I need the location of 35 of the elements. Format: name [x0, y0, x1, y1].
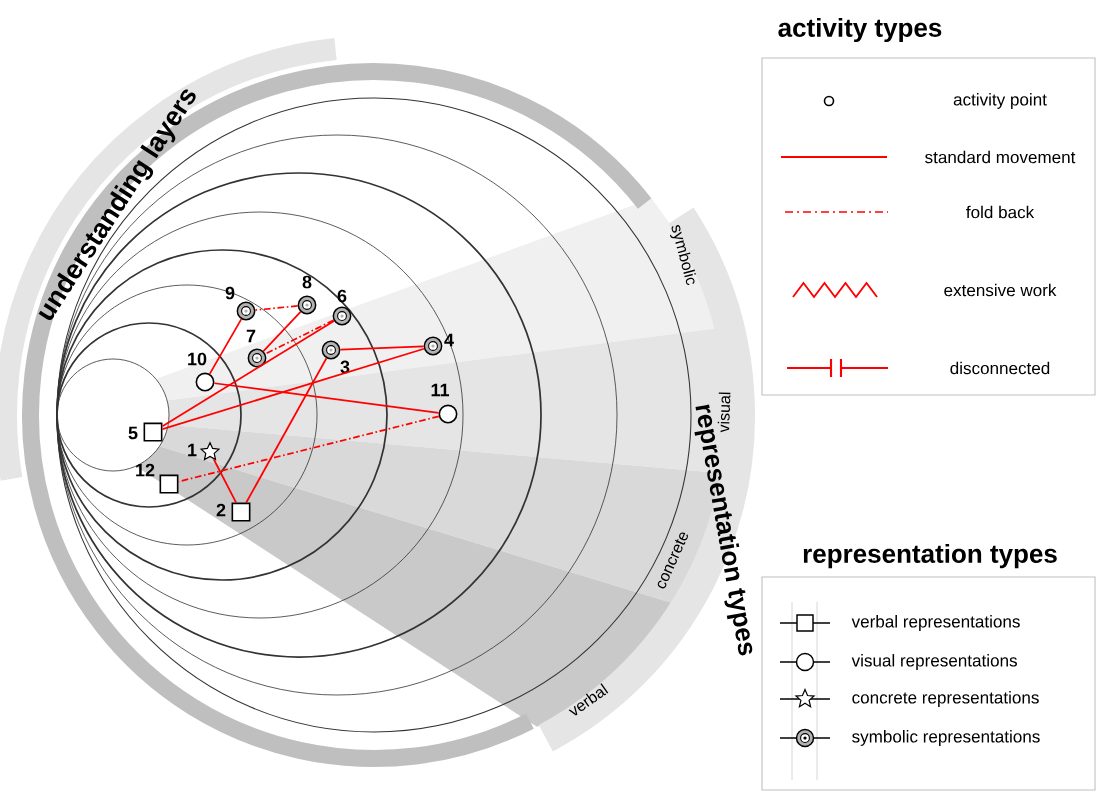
legend-label: verbal representations: [851, 615, 1020, 631]
movement-line: [245, 357, 328, 504]
legend-label: symbolic representations: [852, 730, 1040, 746]
movement-line: [262, 311, 302, 353]
number-label: 6: [337, 289, 347, 303]
number-label: 12: [136, 463, 155, 477]
legend-label: standard movement: [925, 150, 1076, 164]
legend-label: extensive work: [944, 283, 1057, 297]
fold-back-line: [254, 305, 299, 311]
movement-line: [208, 318, 243, 375]
movement-line: [161, 347, 425, 430]
legend-label: disconnected: [950, 361, 1050, 375]
number-label: 5: [128, 426, 138, 440]
movement-line: [161, 320, 335, 428]
fold-back-line: [177, 415, 440, 483]
number-label: 11: [431, 383, 449, 397]
number-label: 4: [444, 333, 454, 347]
legend-label: concrete representations: [852, 691, 1039, 707]
legend-label: fold back: [966, 205, 1035, 219]
number-label: 3: [340, 360, 350, 374]
number-label: 10: [188, 352, 207, 366]
number-label: 7: [246, 329, 256, 343]
movement-line: [212, 458, 237, 504]
fold-back-line: [264, 319, 335, 355]
movement-line: [339, 345, 425, 351]
number-label: 2: [216, 503, 226, 517]
movement-line: [213, 382, 440, 414]
band-label: symbolic: [670, 225, 696, 286]
legend-heading: activity types: [778, 17, 942, 43]
legend-heading: representation types: [803, 543, 1057, 569]
number-label: 9: [225, 286, 235, 300]
legend-label: visual representations: [851, 654, 1017, 670]
number-label: 8: [302, 275, 312, 289]
number-label: 1: [188, 443, 197, 457]
legend-label: activity point: [953, 93, 1047, 109]
